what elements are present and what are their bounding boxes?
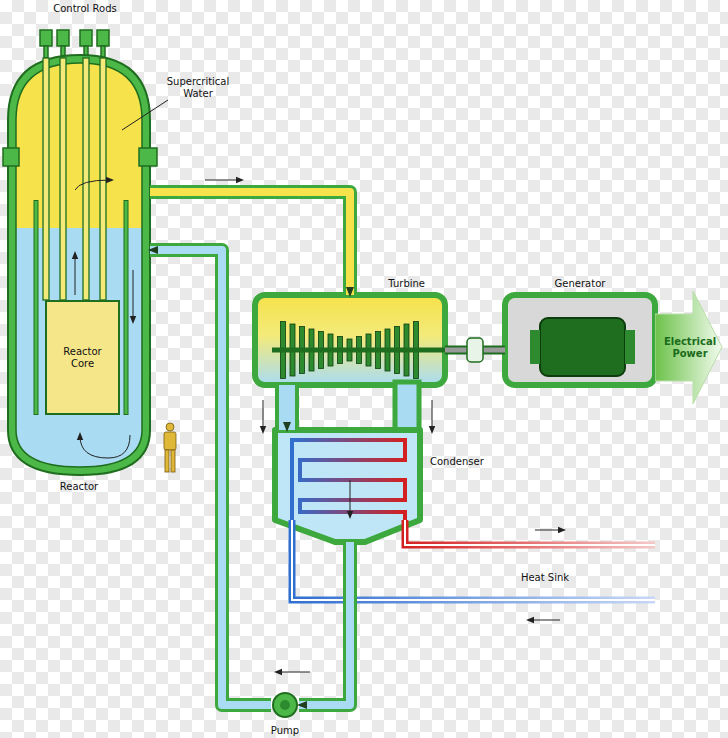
control-rods <box>43 58 106 300</box>
condenser-node: Condenser <box>275 430 420 542</box>
component-label: Heat Sink <box>505 572 585 584</box>
node-label: Condenser <box>430 456 484 468</box>
reactor-core-box: Reactor Core <box>45 300 120 415</box>
component-label: Control Rods <box>45 3 125 15</box>
pipe-connector <box>150 250 271 705</box>
node-label: Pump <box>231 725 339 737</box>
turbine-node: Turbine <box>255 295 445 385</box>
pipe-connector <box>445 338 505 362</box>
node-label: Turbine <box>388 278 425 290</box>
node-label: Reactor <box>0 481 190 493</box>
turbine-housing <box>255 295 445 385</box>
node-label: Electrical Power <box>661 336 719 360</box>
power-arrow: Electrical Power <box>655 290 723 405</box>
leader-line <box>122 100 168 130</box>
generator-node: Generator <box>505 295 655 385</box>
reactor-vessel-node: ReactorReactor Core <box>8 55 150 475</box>
callout-label: Supercritical Water <box>158 76 238 100</box>
vessel-flange <box>3 148 157 166</box>
pipe-connector <box>287 385 288 430</box>
exhaust-leg <box>395 382 419 433</box>
heat-sink-out <box>405 520 655 545</box>
pump-node: Pump <box>271 691 299 719</box>
pump-symbol <box>271 691 299 719</box>
turbine-shaft <box>272 348 445 353</box>
generator-housing <box>505 295 655 385</box>
control-rod-caps <box>40 30 109 58</box>
person-figure <box>164 423 176 472</box>
condenser-housing <box>275 430 420 542</box>
node-label: Reactor Core <box>51 346 114 370</box>
pipe-connector <box>299 542 350 705</box>
generator-rotor <box>540 318 625 376</box>
node-label: Generator <box>485 278 675 290</box>
